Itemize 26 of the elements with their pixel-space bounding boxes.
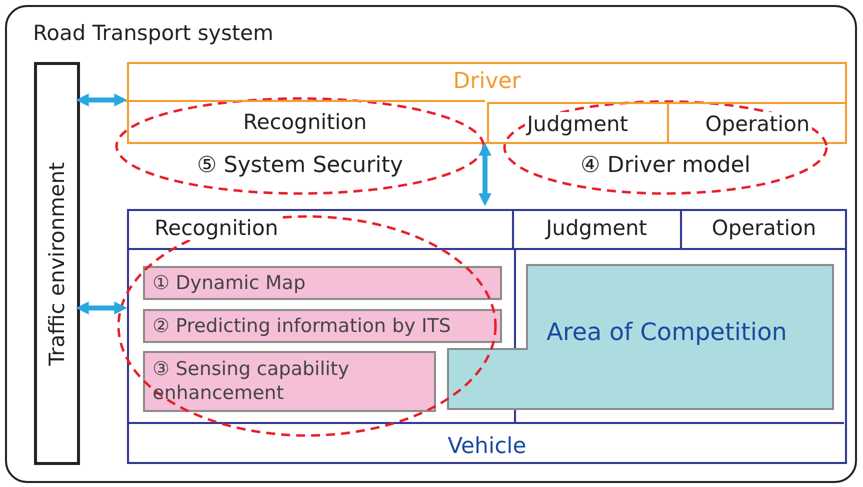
double-arrow: [76, 94, 128, 106]
vertical-label: Traffic environment: [45, 162, 69, 366]
driver-box: [127, 62, 847, 144]
cell-label: Operation: [703, 112, 812, 136]
function-box: [142, 350, 436, 412]
function-label: ③ Sensing capability enhancement: [152, 357, 350, 405]
cell-label: Judgment: [524, 112, 630, 136]
environment-box: [34, 62, 80, 465]
double-arrow: [478, 142, 492, 206]
vehicle-label: Vehicle: [446, 434, 528, 459]
area-label: Area of Competition: [546, 318, 787, 346]
title-text: Road Transport system: [33, 21, 274, 45]
system-frame: [5, 5, 857, 483]
function-box: [142, 308, 502, 342]
double-arrow: [76, 302, 128, 314]
function-label: ② Predicting information by ITS: [152, 314, 451, 338]
driver-cell: [666, 102, 846, 144]
header-cell: [126, 208, 514, 250]
driver-cell: [486, 102, 666, 144]
header-cell: [680, 208, 846, 250]
ellipse-label: ④ Driver model: [580, 153, 752, 178]
driver-label: Driver: [452, 69, 522, 94]
ellipse-label: ⑤ System Security: [196, 153, 404, 178]
function-box: [142, 266, 502, 300]
cell-label: Judgment: [544, 216, 650, 240]
function-label: ① Dynamic Map: [152, 270, 306, 294]
